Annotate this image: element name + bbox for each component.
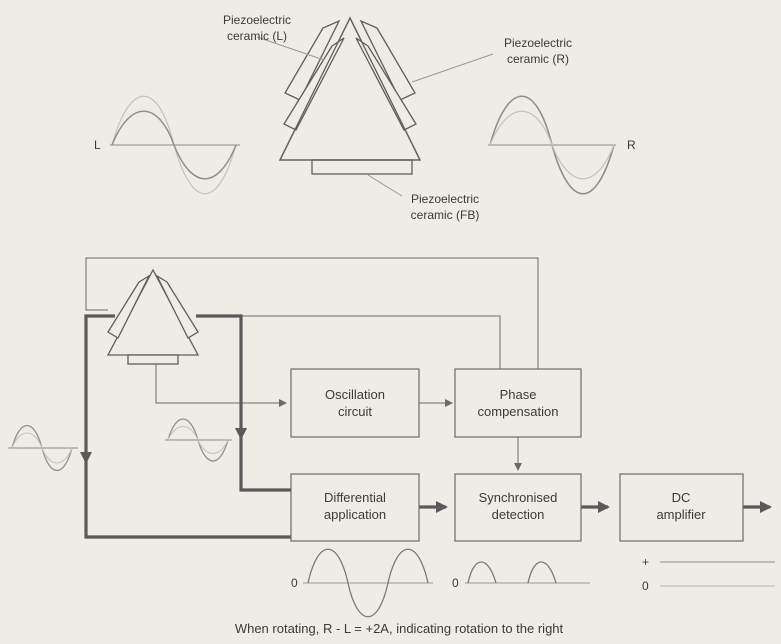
zero-label-dc: 0 (642, 579, 649, 593)
ceramic-fb-label: Piezoelectric (411, 192, 479, 206)
dc-amplifier-block (619, 473, 744, 542)
osc-label-1: Oscillation (325, 387, 385, 402)
fb-to-osc-line (155, 364, 287, 407)
plus-label-dc: + (642, 555, 649, 569)
diff-output-waveform (303, 548, 433, 618)
zero-label-sync: 0 (452, 576, 459, 590)
svg-text:circuit: circuit (338, 404, 372, 419)
svg-text:Differential: Differential (324, 490, 386, 505)
differential-application-block (290, 473, 420, 542)
phase-label-2: compensation (478, 404, 559, 419)
top-triangle (278, 16, 422, 161)
phase-label-1: Phase (500, 387, 537, 402)
svg-text:compensation: compensation (478, 404, 559, 419)
ceramic-r-plate-edge (355, 37, 417, 131)
svg-text:ceramic (FB): ceramic (FB) (411, 208, 480, 222)
svg-text:detection: detection (492, 507, 545, 522)
diff-label-2: application (324, 507, 386, 522)
svg-text:Phase: Phase (500, 387, 537, 402)
svg-text:DC: DC (672, 490, 691, 505)
sync-label-2: detection (492, 507, 545, 522)
sync-output-waveform (465, 561, 590, 584)
left-input-waveform (8, 425, 78, 471)
diagram-caption: When rotating, R - L = +2A, indicating r… (235, 621, 564, 636)
phase-feedback-line (85, 257, 539, 369)
diff-label-1: Differential (324, 490, 386, 505)
svg-text:Synchronised: Synchronised (479, 490, 558, 505)
ceramic-l-plate-edge (283, 37, 345, 131)
svg-text:application: application (324, 507, 386, 522)
zero-label-diff: 0 (291, 576, 298, 590)
osc-label-2: circuit (338, 404, 372, 419)
sensor-triangle (106, 268, 200, 365)
ceramic-l-label: Piezoelectric (223, 13, 291, 27)
l-waveform (110, 95, 240, 195)
svg-text:Oscillation: Oscillation (325, 387, 385, 402)
sync-label-1: Synchronised (479, 490, 558, 505)
svg-text:ceramic (R): ceramic (R) (507, 52, 569, 66)
right-input-waveform (165, 418, 232, 462)
osc-drive-line (222, 315, 501, 369)
dc-label-1: DC (672, 490, 691, 505)
left-thick-path (84, 314, 291, 539)
ceramic-r-label: Piezoelectric (504, 36, 572, 50)
dc-label-2: amplifier (656, 507, 706, 522)
synchronised-detection-block (454, 473, 582, 542)
phase-compensation-block (454, 368, 582, 438)
oscillation-circuit-block (290, 368, 420, 438)
right-thick-path (196, 314, 291, 492)
dc-output-lines (660, 561, 775, 587)
r-waveform (488, 95, 616, 195)
l-wave-label: L (94, 138, 101, 152)
svg-text:ceramic (L): ceramic (L) (227, 29, 287, 43)
r-wave-label: R (627, 138, 636, 152)
svg-text:amplifier: amplifier (656, 507, 706, 522)
ceramic-fb-plate (311, 159, 413, 175)
